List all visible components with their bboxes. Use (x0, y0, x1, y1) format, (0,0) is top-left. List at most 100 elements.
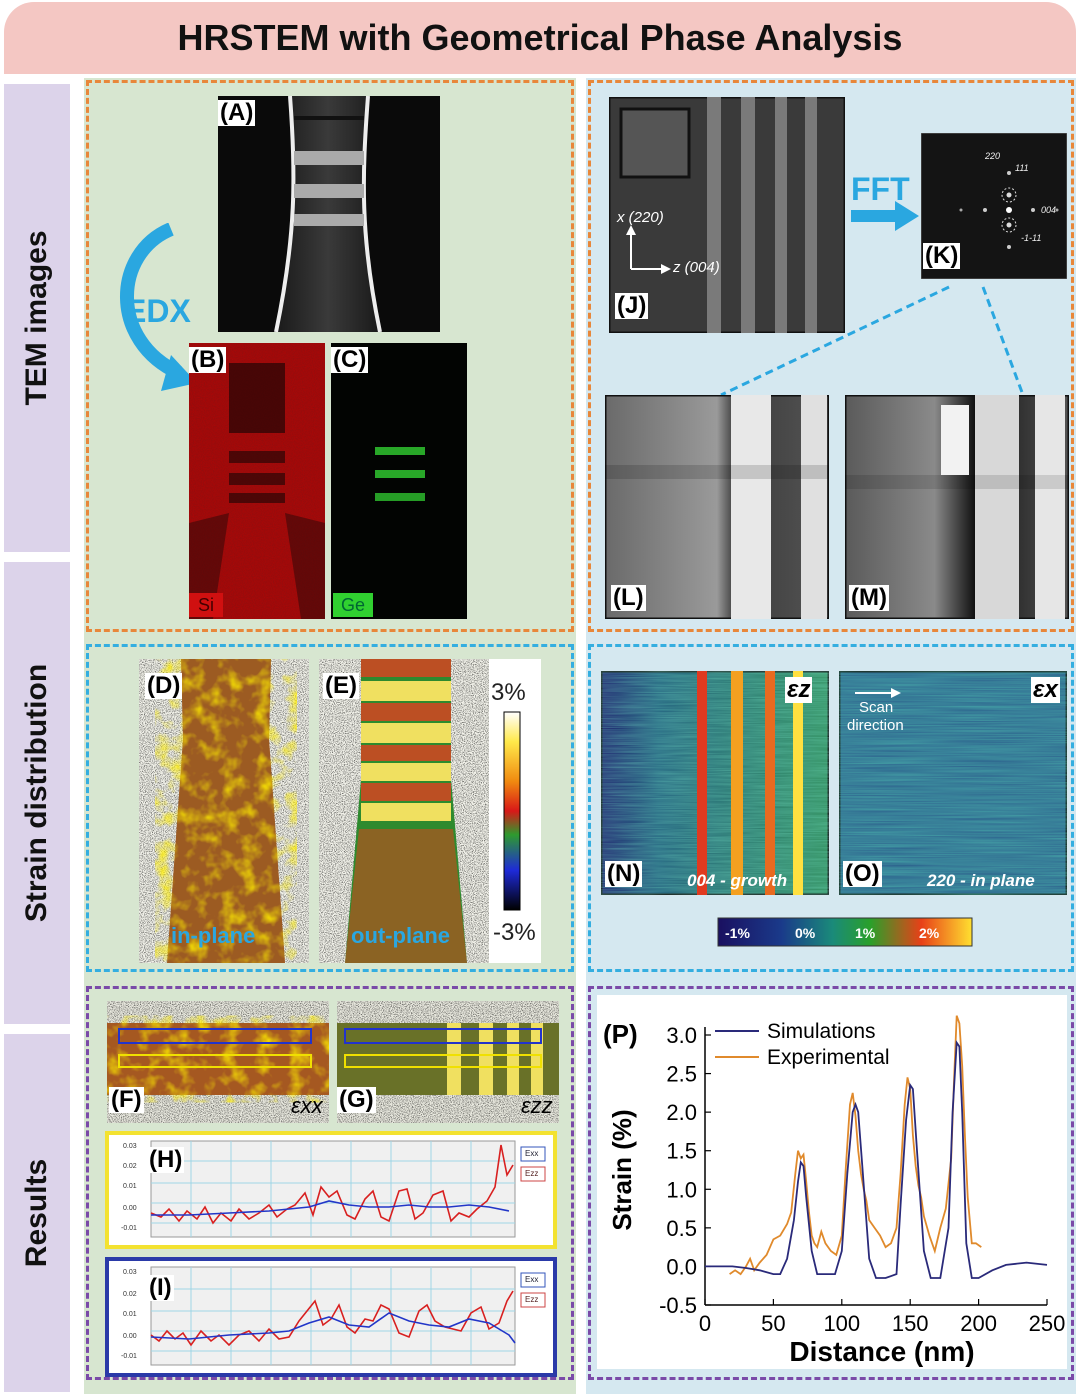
spot-004: 004 (1041, 205, 1057, 215)
label-l: (L) (611, 584, 646, 611)
spot-220: 220 (985, 151, 1001, 161)
h-tick-1: 0.02 (123, 1163, 137, 1170)
i-tick-4: -0.01 (121, 1353, 137, 1360)
x-tick-label: 200 (960, 1311, 997, 1336)
strain-map-g (337, 1001, 559, 1123)
colorbar-no (717, 917, 973, 947)
title-banner: HRSTEM with Geometrical Phase Analysis (4, 2, 1076, 74)
i-tick-2: 0.01 (123, 1311, 137, 1318)
i-tick-3: 0.00 (123, 1333, 137, 1340)
strain-map-e (319, 659, 489, 963)
phase-image-l (605, 395, 829, 619)
axis-x-label: x (220) (617, 209, 664, 226)
chart-background (597, 995, 1067, 1369)
colorbar-tick-2: 1% (855, 925, 876, 941)
spot-m111: -1-11 (1021, 233, 1042, 243)
panel-tem-edx: (A) EDX (B) Si (C) Ge (86, 80, 574, 632)
series-line-experimental (729, 1015, 982, 1276)
eps-x-label: εx (1031, 676, 1060, 703)
in-plane-label: in-plane (171, 923, 256, 948)
label-n: (N) (605, 860, 643, 887)
i-tick-1: 0.02 (123, 1291, 137, 1298)
h-tick-3: 0.00 (123, 1205, 137, 1212)
i-legend-ezz: Ezz (525, 1295, 539, 1304)
edx-map-si (189, 343, 325, 619)
y-tick-label: 1.5 (666, 1139, 697, 1164)
y-tick-label: 2.0 (666, 1100, 697, 1125)
strain-map-o (839, 671, 1067, 895)
label-ge: Ge (333, 593, 373, 617)
label-o: (O) (843, 860, 882, 887)
edx-arrow (120, 223, 197, 391)
caption-o: 220 - in plane (927, 871, 1035, 890)
y-tick-label: 0.0 (666, 1254, 697, 1279)
strain-map-f (107, 1001, 329, 1123)
page-title: HRSTEM with Geometrical Phase Analysis (177, 17, 903, 58)
label-p: (P) (603, 1019, 638, 1049)
x-tick-label: 100 (823, 1311, 860, 1336)
label-k: (K) (923, 242, 961, 269)
label-h: (H) (147, 1146, 185, 1173)
x-tick-label: 150 (892, 1311, 929, 1336)
caption-n: 004 - growth (687, 871, 788, 890)
fft-label: FFT (851, 171, 910, 207)
plot-i (150, 1266, 546, 1366)
y-tick-label: 2.5 (666, 1062, 697, 1087)
panel-strain-de: (D) in-plane (E) out-plane 3% -3% (86, 644, 574, 972)
x-axis-label: Distance (nm) (789, 1336, 974, 1367)
row-label-results: Results (4, 1034, 70, 1392)
x-tick-label: 0 (699, 1311, 711, 1336)
h-legend-ezz: Ezz (525, 1169, 539, 1178)
label-b: (B) (189, 346, 227, 373)
colorscale-min: -3% (493, 919, 536, 946)
legend-label-experimental: Experimental (767, 1046, 890, 1069)
plot-h-frame: 0.03 0.02 0.01 0.00 -0.01 Exx Ezz (105, 1131, 557, 1249)
label-i: (I) (147, 1274, 174, 1301)
out-plane-label: out-plane (351, 923, 450, 948)
label-g: (G) (337, 1086, 376, 1113)
label-m: (M) (849, 584, 889, 611)
colorbar-tick-1: 0% (795, 925, 816, 941)
spot-111: 111 (1015, 163, 1029, 173)
direction-label: direction (847, 717, 904, 734)
label-a: (A) (218, 99, 256, 126)
label-d: (D) (145, 672, 183, 699)
h-tick-4: -0.01 (121, 1225, 137, 1232)
h-tick-2: 0.01 (123, 1183, 137, 1190)
eps-z-label: εz (785, 676, 813, 703)
edx-label: EDX (125, 293, 191, 329)
i-tick-0: 0.03 (123, 1269, 137, 1276)
colorscale-max: 3% (491, 679, 526, 706)
h-tick-0: 0.03 (123, 1143, 137, 1150)
label-j: (J) (615, 292, 649, 319)
colorbar-tick-3: 2% (919, 925, 940, 941)
eps-zz-label: εzz (521, 1093, 553, 1118)
label-f: (F) (109, 1086, 144, 1113)
x-tick-label: 50 (761, 1311, 785, 1336)
plot-h (150, 1140, 546, 1238)
panel-results-left: (F) εxx (G) εzz 0.03 0.02 (86, 986, 574, 1380)
fft-connectors (720, 285, 1025, 397)
label-si: Si (189, 593, 223, 617)
row-label-tem: TEM images (4, 84, 70, 552)
row-label-strain: Strain distribution (4, 562, 70, 1024)
panel-fft: x (220) z (004) (J) FFT 220 111 004 -1-1… (588, 80, 1074, 632)
axis-z-label: z (004) (673, 259, 720, 276)
series-line-simulations (705, 1040, 1048, 1279)
y-tick-label: 1.0 (666, 1177, 697, 1202)
y-axis-label: Strain (%) (607, 1109, 637, 1230)
panel-strain-no: εz (N) 004 - growth Scan direction εx (O… (588, 644, 1074, 972)
strain-map-n (601, 671, 829, 895)
colorscale-bar (503, 711, 521, 911)
legend-label-simulations: Simulations (767, 1020, 876, 1043)
strain-map-d (139, 659, 309, 963)
colorbar-tick-0: -1% (725, 925, 750, 941)
i-legend-exx: Exx (525, 1275, 539, 1284)
edx-map-ge (331, 343, 467, 619)
scan-label: Scan (859, 699, 894, 716)
fft-arrow (851, 201, 919, 231)
phase-image-m (845, 395, 1069, 619)
y-tick-label: 3.0 (666, 1023, 697, 1048)
